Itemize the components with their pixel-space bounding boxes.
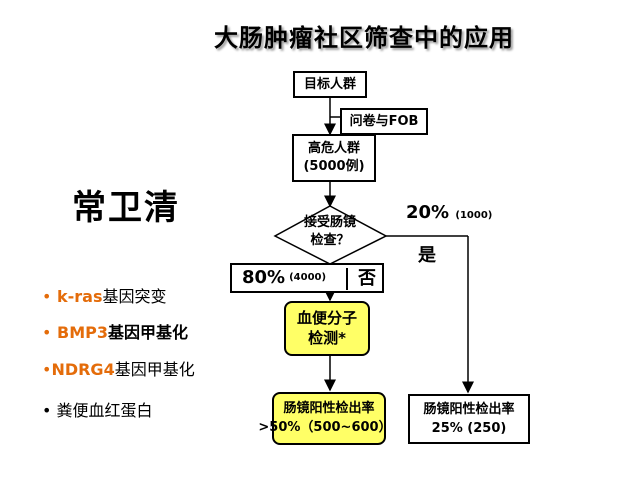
survey-fob-label: 问卷与FOB [349, 113, 419, 129]
marker-hemoglobin: • 粪便血红蛋白 [42, 397, 153, 421]
no-count: (4000) [289, 272, 327, 284]
right-result-line1: 肠镜阳性检出率 [423, 401, 515, 417]
left-result-line1: 肠镜阳性检出率 [283, 400, 375, 416]
no-box-divider [346, 268, 348, 290]
marker-highlight: BMP3 [51, 323, 108, 342]
no-pct: 80% [242, 266, 286, 288]
bullet-icon: • [42, 323, 52, 342]
bullet-icon: • [42, 287, 52, 306]
marker-ndrg4: •NDRG4基因甲基化 [42, 356, 195, 380]
target-population-label: 目标人群 [303, 76, 356, 92]
left-result-line2: >50%（500~600） [258, 419, 392, 435]
marker-text: 基因甲基化 [107, 323, 188, 342]
no-branch-box: 80% (4000) 否 [230, 263, 384, 293]
high-risk-label: 高危人群 [307, 141, 360, 157]
high-risk-box: 高危人群 (5000例) [292, 134, 376, 182]
marker-highlight: NDRG4 [51, 360, 115, 379]
target-population-box: 目标人群 [293, 71, 367, 98]
right-result-box: 肠镜阳性检出率 25% (250) [408, 394, 530, 444]
page-title: 大肠肿瘤社区筛查中的应用 [214, 24, 514, 52]
yes-count: (1000) [455, 210, 493, 221]
marker-text: 基因突变 [102, 287, 167, 306]
decision-label: 接受肠镜 检查？ [290, 214, 370, 249]
marker-kras: • k-ras基因突变 [42, 283, 167, 307]
brand-name: 常卫清 [72, 188, 180, 228]
marker-text: 基因甲基化 [114, 360, 195, 379]
stool-test-line2: 检测* [308, 328, 346, 347]
bullet-icon: • [42, 401, 52, 420]
bullet-icon: • [42, 360, 52, 379]
no-label: 否 [358, 268, 376, 289]
decision-line2: 检查？ [310, 232, 350, 248]
yes-pct: 20% [406, 202, 450, 223]
stool-test-box: 血便分子 检测* [284, 301, 370, 356]
marker-text: 粪便血红蛋白 [51, 401, 153, 420]
marker-highlight: k-ras [51, 287, 103, 306]
decision-line1: 接受肠镜 [303, 215, 356, 230]
left-result-box: 肠镜阳性检出率 >50%（500~600） [258, 392, 392, 445]
stool-test-line1: 血便分子 [296, 309, 357, 327]
yes-percentage: 20% (1000) [406, 202, 492, 223]
marker-bmp3: • BMP3基因甲基化 [42, 319, 188, 343]
survey-fob-box: 问卷与FOB [340, 108, 428, 135]
yes-label: 是 [418, 245, 436, 266]
high-risk-count: (5000例) [303, 159, 365, 174]
right-result-line2: 25% (250) [431, 421, 507, 436]
